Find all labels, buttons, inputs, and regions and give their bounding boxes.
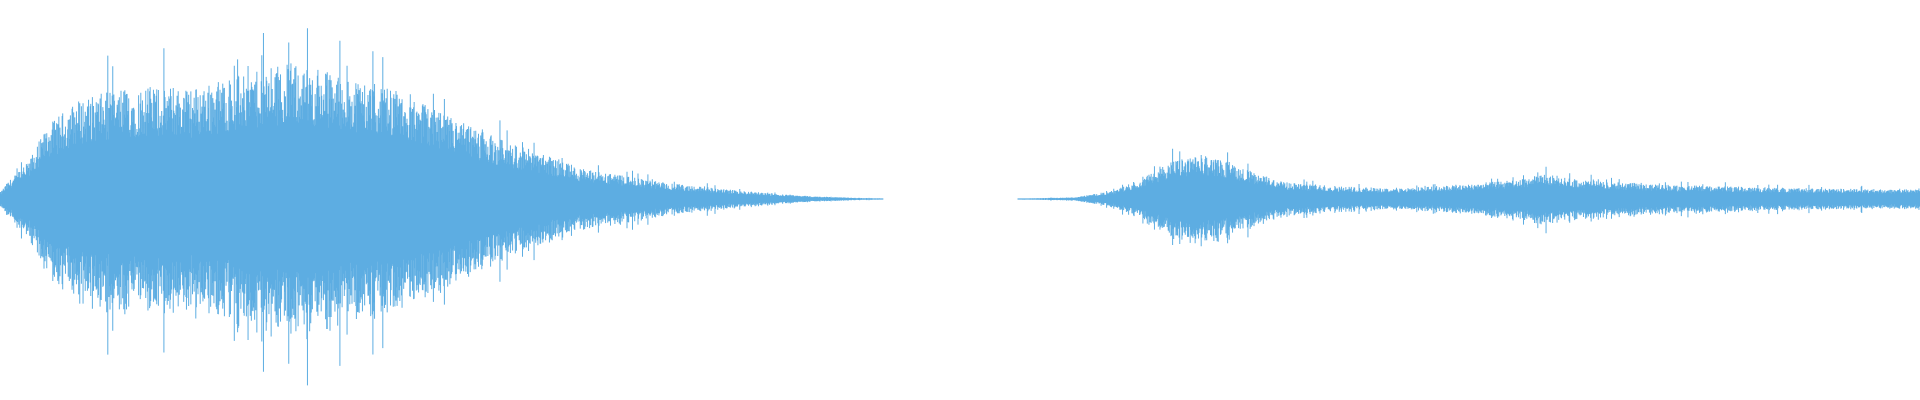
- waveform-lines: [0, 28, 1920, 386]
- waveform-path: [0, 28, 1920, 386]
